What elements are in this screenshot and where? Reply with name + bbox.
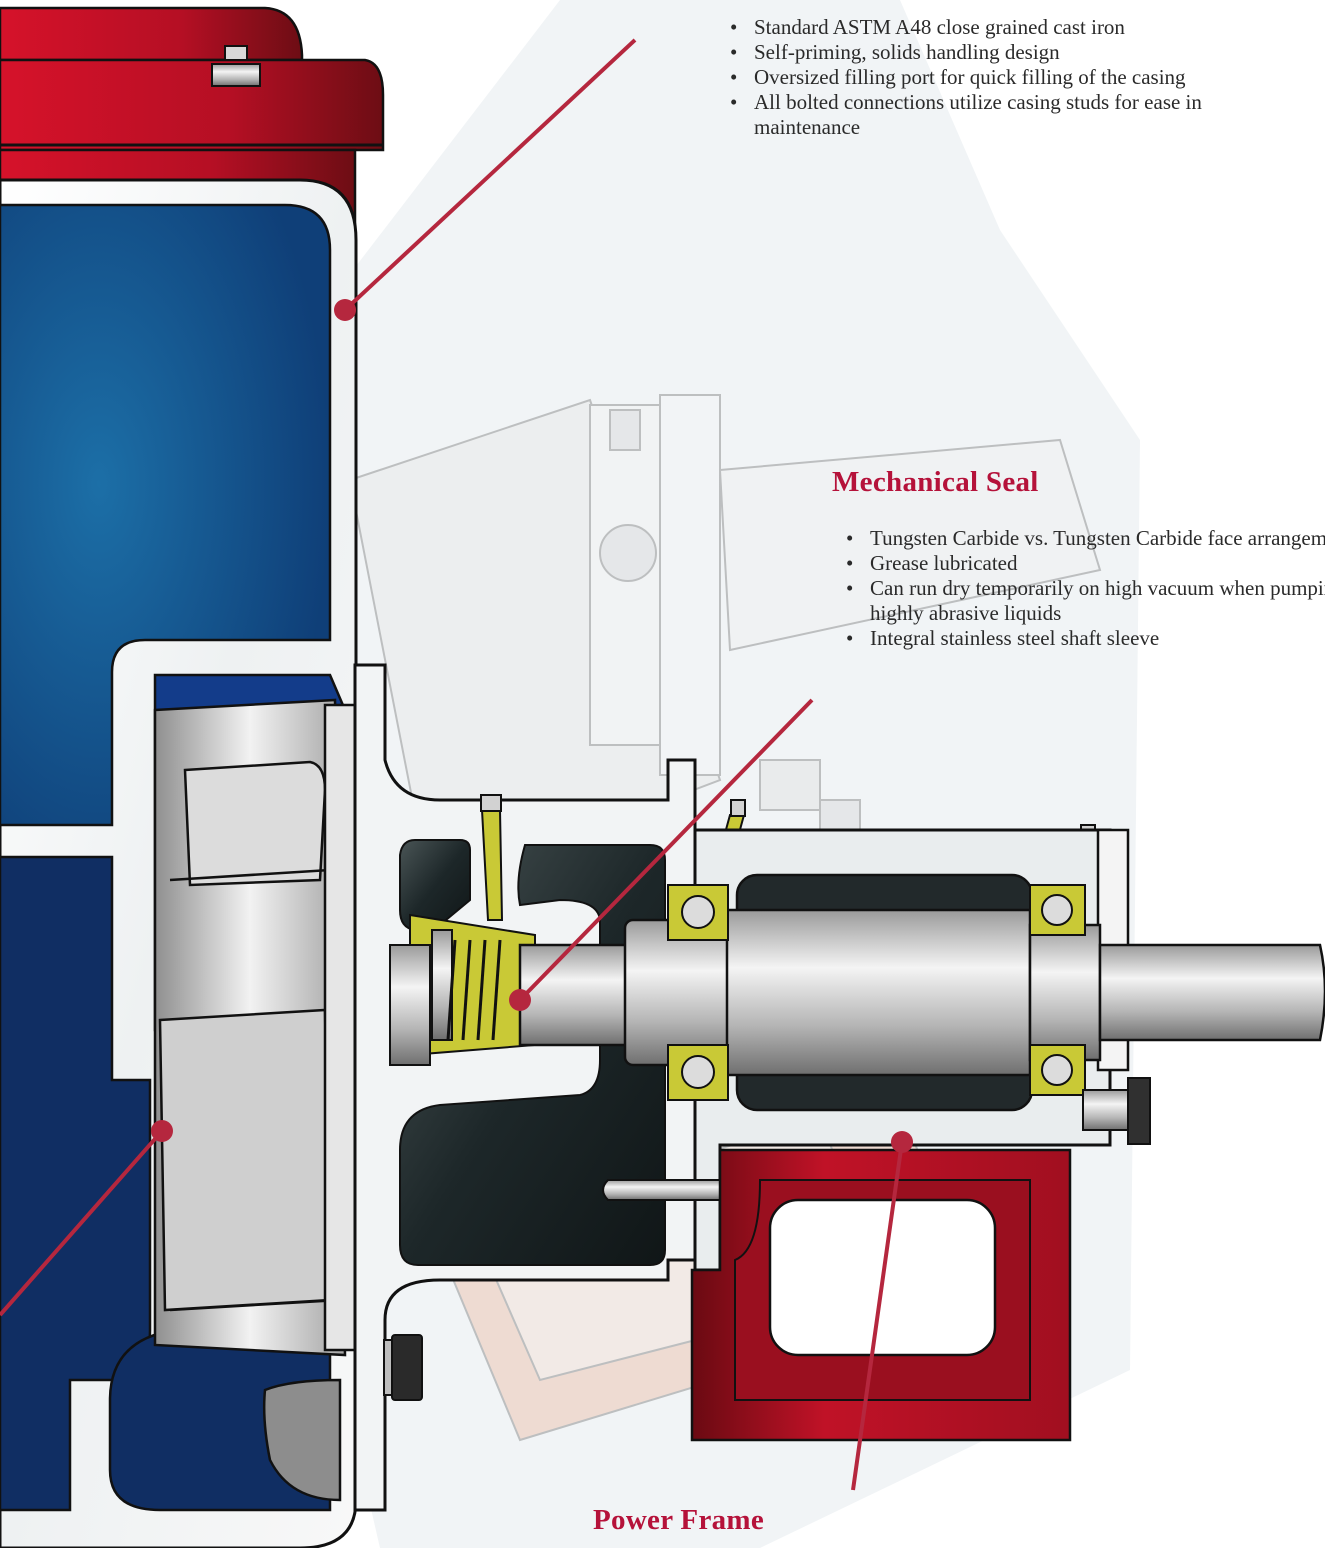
impeller xyxy=(153,698,357,1357)
seal-feature: Can run dry temporarily on high vacuum w… xyxy=(846,576,1325,626)
volute-upper xyxy=(0,203,332,827)
mechanical-seal-heading: Mechanical Seal xyxy=(832,466,1039,498)
shaft-drive-end xyxy=(1098,943,1325,1042)
shaft-collar xyxy=(1028,923,1102,1062)
seal-feature: Integral stainless steel shaft sleeve xyxy=(846,626,1325,651)
seal-cavity xyxy=(399,844,666,1266)
shaft-body xyxy=(725,908,1032,1077)
cavity-left xyxy=(399,839,471,932)
wear-plate xyxy=(262,1378,342,1502)
casing-feature: Standard ASTM A48 close grained cast iro… xyxy=(730,15,1240,40)
callout-leaders xyxy=(0,38,913,1491)
shaft-bearing-journal xyxy=(623,918,737,1067)
casing-feature: Oversized filling port for quick filling… xyxy=(730,65,1240,90)
bearing-inboard xyxy=(667,884,729,1101)
casing-feature: Self-priming, solids handling design xyxy=(730,40,1240,65)
foot-bolt xyxy=(1082,1077,1151,1145)
mechanical-seal-features-list: Tungsten Carbide vs. Tungsten Carbide fa… xyxy=(846,526,1325,651)
casing-features-list: Standard ASTM A48 close grained cast iro… xyxy=(730,15,1240,140)
cover-bolt xyxy=(211,45,261,87)
shaft-seal-section xyxy=(518,943,632,1047)
casing-feature: All bolted connections utilize casing st… xyxy=(730,90,1240,140)
bearing-outboard xyxy=(1029,884,1086,1096)
seal-feature: Tungsten Carbide vs. Tungsten Carbide fa… xyxy=(846,526,1325,551)
seal-feature: Grease lubricated xyxy=(846,551,1325,576)
casing-bolt xyxy=(383,1334,423,1401)
mechanical-seal-assembly xyxy=(389,913,536,1066)
power-frame-heading: Power Frame xyxy=(593,1504,765,1536)
